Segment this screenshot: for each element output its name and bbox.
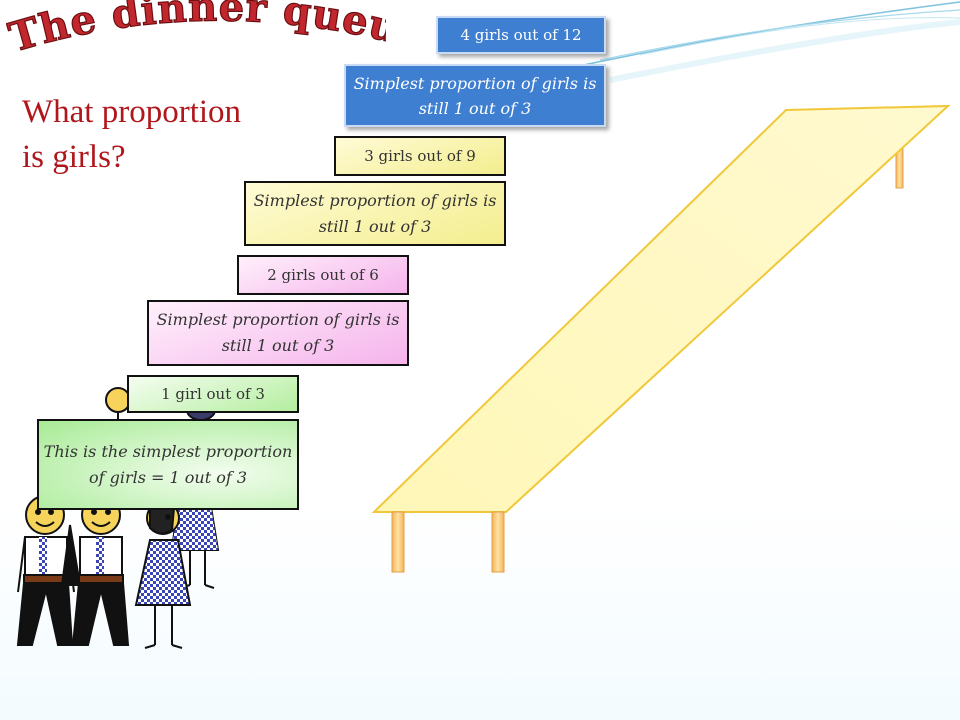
box-four-of-twelve-label: 4 girls out of 12	[460, 26, 582, 44]
box-two-of-six-label: 2 girls out of 6	[267, 266, 379, 284]
question-text: What proportion is girls?	[22, 94, 242, 175]
svg-text:The dinner queue: The dinner queue	[6, 0, 386, 61]
box-four-of-twelve: 4 girls out of 12	[436, 16, 606, 54]
box-one-of-three: 1 girl out of 3	[127, 375, 299, 413]
title-text: The dinner queue	[6, 0, 386, 62]
boy-figure-middle	[60, 495, 130, 646]
box-one-of-three-label: 1 girl out of 3	[161, 385, 265, 403]
slide-title: The dinner queue	[6, 0, 386, 62]
box-three-of-nine: 3 girls out of 9	[334, 136, 506, 176]
box-simplest-green-label: This is the simplest proportion of girls…	[43, 441, 293, 487]
box-simplest-green: This is the simplest proportion of girls…	[37, 419, 299, 510]
box-two-of-six: 2 girls out of 6	[237, 255, 409, 295]
box-simplest-pink: Simplest proportion of girls is still 1 …	[147, 300, 409, 366]
box-simplest-yellow-label: Simplest proportion of girls is still 1 …	[253, 190, 497, 236]
box-three-of-nine-label: 3 girls out of 9	[364, 147, 476, 165]
box-simplest-blue-label: Simplest proportion of girls is still 1 …	[353, 73, 597, 118]
box-simplest-pink-label: Simplest proportion of girls is still 1 …	[156, 310, 400, 355]
box-simplest-blue: Simplest proportion of girls is still 1 …	[344, 64, 606, 127]
decorative-swoosh	[559, 1, 960, 83]
box-simplest-yellow: Simplest proportion of girls is still 1 …	[244, 181, 506, 246]
dinner-table-illustration	[371, 104, 951, 573]
